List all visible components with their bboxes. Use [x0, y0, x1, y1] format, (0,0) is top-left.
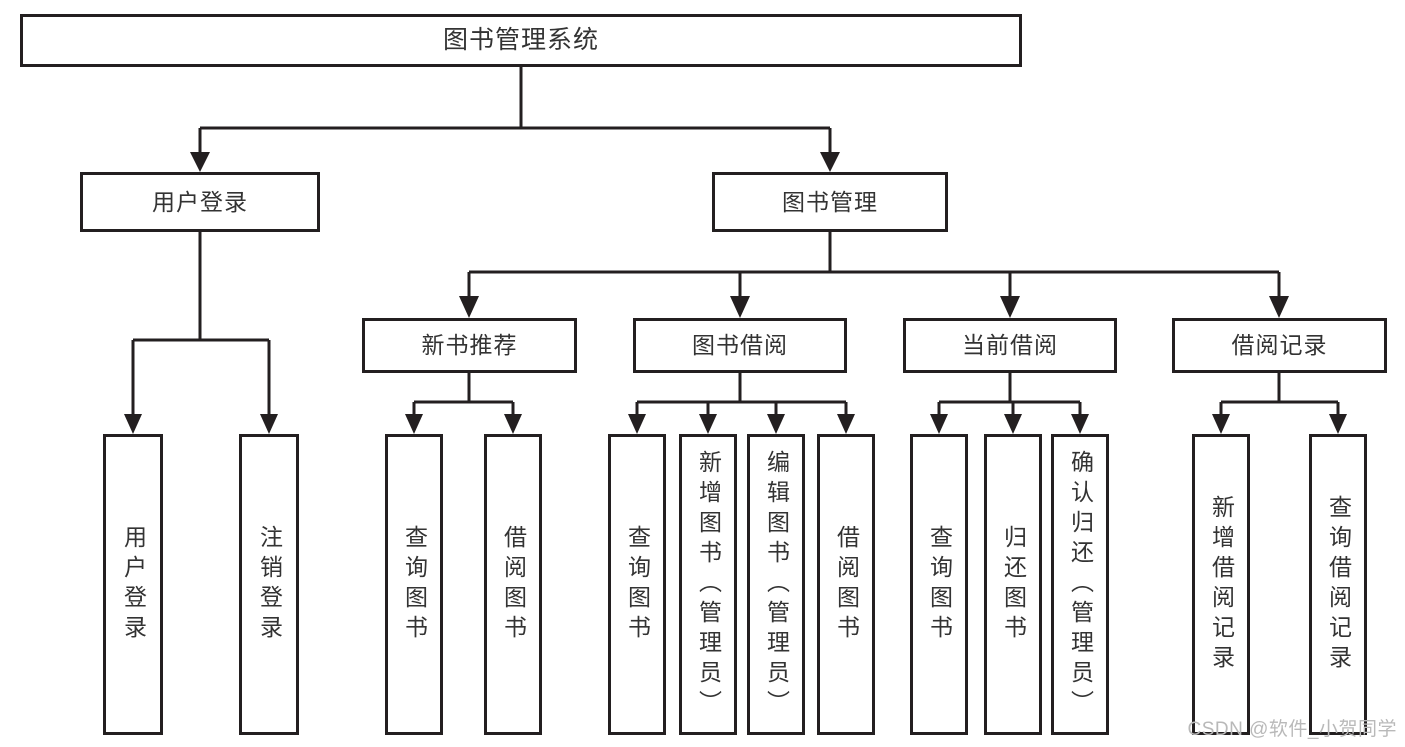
- leaf-record-query-record[interactable]: 查询借阅记录: [1309, 434, 1367, 735]
- leaf-current-return-book-label: 归还图书: [1000, 524, 1027, 645]
- leaf-record-add-record[interactable]: 新增借阅记录: [1192, 434, 1250, 735]
- leaf-current-query-book[interactable]: 查询图书: [910, 434, 968, 735]
- leaf-record-add-record-label: 新增借阅记录: [1208, 494, 1235, 675]
- arrowhead-book-borrow: [730, 296, 750, 318]
- arrowhead-borrow-record: [1269, 296, 1289, 318]
- arrowhead-user-login: [190, 152, 210, 172]
- node-current-borrow[interactable]: 当前借阅: [903, 318, 1117, 373]
- leaf-user-login-label: 用户登录: [120, 524, 147, 645]
- arrowhead-current-leaf-1: [930, 414, 948, 434]
- leaf-newbook-query-book-label: 查询图书: [401, 524, 428, 645]
- arrowhead-current-borrow: [1000, 296, 1020, 318]
- arrowhead-new-book-rec: [459, 296, 479, 318]
- leaf-borrow-add-book-admin-label: 新增图书（管理员）: [695, 449, 722, 720]
- leaf-current-confirm-return-admin[interactable]: 确认归还（管理员）: [1051, 434, 1109, 735]
- node-book-borrow[interactable]: 图书借阅: [633, 318, 847, 373]
- arrowhead-borrow-leaf-1: [628, 414, 646, 434]
- leaf-borrow-edit-book-admin-label: 编辑图书（管理员）: [763, 449, 790, 720]
- leaf-current-query-book-label: 查询图书: [926, 524, 953, 645]
- leaf-current-return-book[interactable]: 归还图书: [984, 434, 1042, 735]
- node-current-borrow-label: 当前借阅: [962, 332, 1058, 359]
- node-new-book-recommend-label: 新书推荐: [421, 332, 518, 359]
- leaf-newbook-query-book[interactable]: 查询图书: [385, 434, 443, 735]
- arrowhead-newbook-leaf-1: [405, 414, 423, 434]
- node-borrow-record-label: 借阅记录: [1231, 332, 1328, 359]
- leaf-borrow-query-book-label: 查询图书: [624, 524, 651, 645]
- arrowhead-book-mgmt: [820, 152, 840, 172]
- arrowhead-newbook-leaf-2: [504, 414, 522, 434]
- leaf-current-confirm-return-admin-label: 确认归还（管理员）: [1067, 449, 1094, 720]
- leaf-newbook-borrow-book[interactable]: 借阅图书: [484, 434, 542, 735]
- leaf-newbook-borrow-book-label: 借阅图书: [500, 524, 527, 645]
- node-book-borrow-label: 图书借阅: [692, 332, 788, 359]
- leaf-user-logout-label: 注销登录: [256, 524, 283, 645]
- arrowhead-leaf-user-login: [124, 414, 142, 434]
- node-new-book-recommend[interactable]: 新书推荐: [362, 318, 577, 373]
- leaf-borrow-borrow-book[interactable]: 借阅图书: [817, 434, 875, 735]
- arrowhead-borrow-leaf-2: [699, 414, 717, 434]
- watermark: CSDN @软件_小贺同学: [1187, 719, 1397, 740]
- leaf-borrow-query-book[interactable]: 查询图书: [608, 434, 666, 735]
- arrowhead-record-leaf-2: [1329, 414, 1347, 434]
- leaf-borrow-edit-book-admin[interactable]: 编辑图书（管理员）: [747, 434, 805, 735]
- node-borrow-record[interactable]: 借阅记录: [1172, 318, 1387, 373]
- arrowhead-current-leaf-3: [1071, 414, 1089, 434]
- leaf-user-login[interactable]: 用户登录: [103, 434, 163, 735]
- arrowhead-borrow-leaf-3: [767, 414, 785, 434]
- node-user-login[interactable]: 用户登录: [80, 172, 320, 232]
- leaf-user-logout[interactable]: 注销登录: [239, 434, 299, 735]
- arrowhead-borrow-leaf-4: [837, 414, 855, 434]
- arrowhead-record-leaf-1: [1212, 414, 1230, 434]
- arrowhead-current-leaf-2: [1004, 414, 1022, 434]
- leaf-record-query-record-label: 查询借阅记录: [1325, 494, 1352, 675]
- leaf-borrow-add-book-admin[interactable]: 新增图书（管理员）: [679, 434, 737, 735]
- leaf-borrow-borrow-book-label: 借阅图书: [833, 524, 860, 645]
- node-book-management[interactable]: 图书管理: [712, 172, 948, 232]
- node-book-management-label: 图书管理: [782, 188, 878, 215]
- arrowhead-leaf-user-logout: [260, 414, 278, 434]
- node-user-login-label: 用户登录: [152, 188, 248, 215]
- node-root-label: 图书管理系统: [442, 26, 599, 55]
- node-root[interactable]: 图书管理系统: [20, 14, 1022, 67]
